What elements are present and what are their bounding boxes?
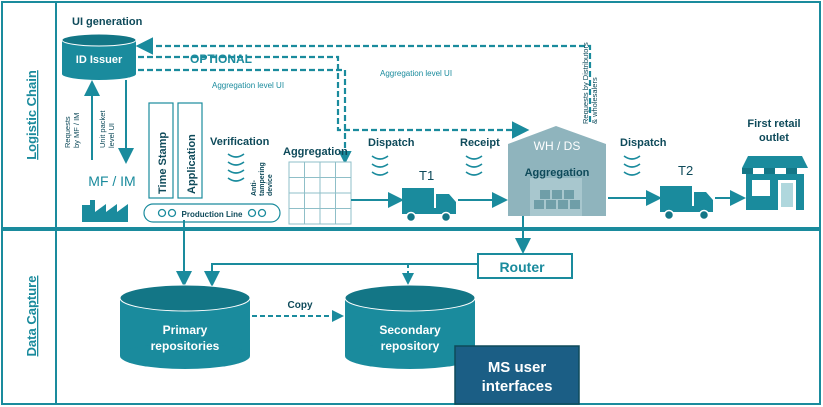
lane-label-data-capture: Data Capture — [24, 276, 39, 357]
requests-mf-line1: Requests — [63, 116, 72, 148]
dispatch-1-label: Dispatch — [368, 137, 415, 149]
requests-distributors-line2: & wholesalers — [590, 77, 599, 124]
time-stamp-box — [148, 102, 174, 199]
t1-label: T1 — [419, 168, 434, 183]
ui-generation-label: UI generation — [72, 16, 143, 28]
receipt-signal-icon — [465, 155, 483, 176]
optional-label: OPTIONAL — [190, 52, 252, 66]
ms-ui-line2: interfaces — [482, 378, 553, 395]
anti-tampering-line2: tampering — [259, 162, 266, 196]
aggregation-grid — [288, 161, 352, 225]
warehouse-icon — [508, 126, 606, 216]
router-label: Router — [499, 259, 545, 275]
wh-ds-label: WH / DS — [534, 139, 581, 153]
anti-tampering-line3: device — [267, 174, 274, 196]
primary-line2: repositories — [151, 339, 220, 353]
id-issuer-cylinder — [61, 33, 137, 80]
secondary-repository-cylinder — [344, 284, 476, 369]
truck-t2-icon — [660, 186, 713, 221]
aggregation-label: Aggregation — [283, 146, 348, 158]
aggregation-ui-lower: Aggregation level UI — [212, 81, 284, 90]
requests-distributors-line1: Requests by Distributors — [581, 42, 590, 124]
id-issuer-label: ID Issuer — [76, 54, 123, 66]
lane-label-logistic-chain: Logistic Chain — [24, 70, 39, 160]
receipt-label: Receipt — [460, 137, 500, 149]
factory-icon — [82, 200, 128, 222]
ms-ui-line1: MS user — [488, 359, 547, 376]
t2-label: T2 — [678, 163, 693, 178]
time-stamp-label: Time Stamp — [157, 132, 169, 194]
ms-user-interfaces-box — [454, 345, 580, 405]
production-line — [143, 203, 281, 223]
data-capture-lane — [1, 229, 821, 405]
truck-t1-icon — [402, 188, 456, 223]
requests-mf-line2: by MF / IM — [72, 113, 81, 148]
verification-label: Verification — [210, 136, 270, 148]
production-line-label: Production Line — [182, 210, 243, 219]
primary-repositories-cylinder — [119, 284, 251, 369]
first-retail-line1: First retail — [747, 118, 800, 130]
copy-label: Copy — [288, 300, 313, 311]
logistic-chain-lane — [1, 1, 821, 229]
production-line-rollers — [157, 208, 267, 218]
secondary-line2: repository — [381, 339, 440, 353]
router-box — [477, 253, 573, 279]
unit-packet-line2: level UI — [107, 123, 116, 148]
store-icon — [742, 156, 808, 210]
anti-tampering-line1: Anti- — [251, 179, 258, 196]
wh-aggregation-label: Aggregation — [525, 167, 590, 179]
mf-im-label: MF / IM — [88, 173, 135, 189]
application-label: Application — [186, 134, 198, 194]
dispatch-2-label: Dispatch — [620, 137, 667, 149]
optional-dashed-links — [135, 37, 592, 165]
aggregation-ui-upper: Aggregation level UI — [380, 69, 452, 78]
dispatch-1-signal-icon — [371, 155, 389, 176]
first-retail-line2: outlet — [759, 132, 789, 144]
primary-line1: Primary — [163, 323, 208, 337]
secondary-line1: Secondary — [379, 323, 441, 337]
verification-signal-icon — [227, 153, 245, 182]
application-box — [177, 102, 203, 199]
unit-packet-line1: Unit packet — [98, 110, 107, 148]
dispatch-2-signal-icon — [623, 155, 641, 176]
